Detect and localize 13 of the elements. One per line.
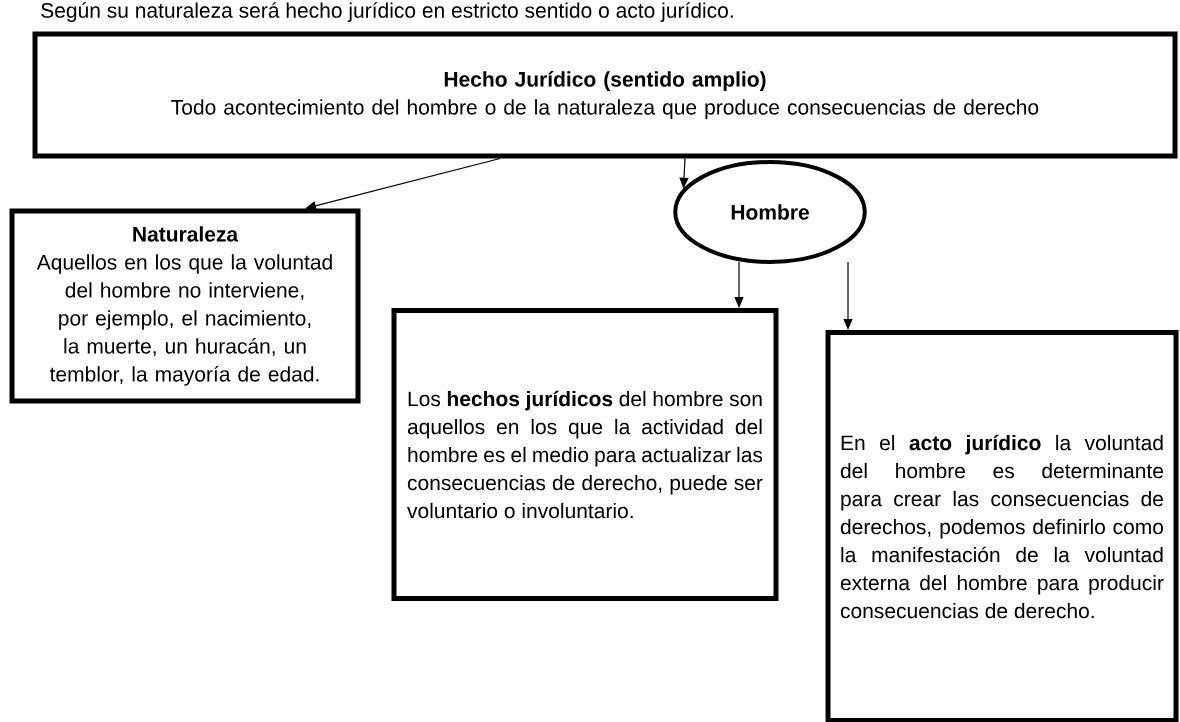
node-label: Hombre bbox=[731, 204, 809, 220]
box-text: Aquellos en los que la voluntad del hombre no interviene, por ejemplo, el nacimiento, la muerte, un huracán, un temblor, la mayoría de edad. bbox=[36, 254, 332, 386]
text-box bbox=[391, 308, 779, 601]
text-box bbox=[825, 330, 1179, 722]
box-text: En el acto jurídico la voluntad del hombre es determinante para crear las consecuencias de derechos, podemos definirlo como la manifestación de la voluntad externa del hombre para producir consecuencias de derecho. bbox=[840, 434, 1164, 619]
box-text: Todo acontecimiento del hombre o de la naturaleza que produce consecuencias de derecho bbox=[171, 99, 1039, 119]
arrow bbox=[305, 157, 501, 211]
box-text: Los hechos jurídicos del hombre son aquellos en los que la actividad del hombre es el medio para actualizar las consecuencias de derecho, puede ser voluntario o involuntario. bbox=[407, 390, 763, 519]
text-box bbox=[9, 208, 361, 404]
box-heading: Hecho Jurídico (sentido amplio) bbox=[444, 71, 766, 91]
box-heading: Naturaleza bbox=[133, 226, 239, 242]
ellipse-node bbox=[673, 160, 867, 264]
text-box bbox=[32, 31, 1178, 159]
